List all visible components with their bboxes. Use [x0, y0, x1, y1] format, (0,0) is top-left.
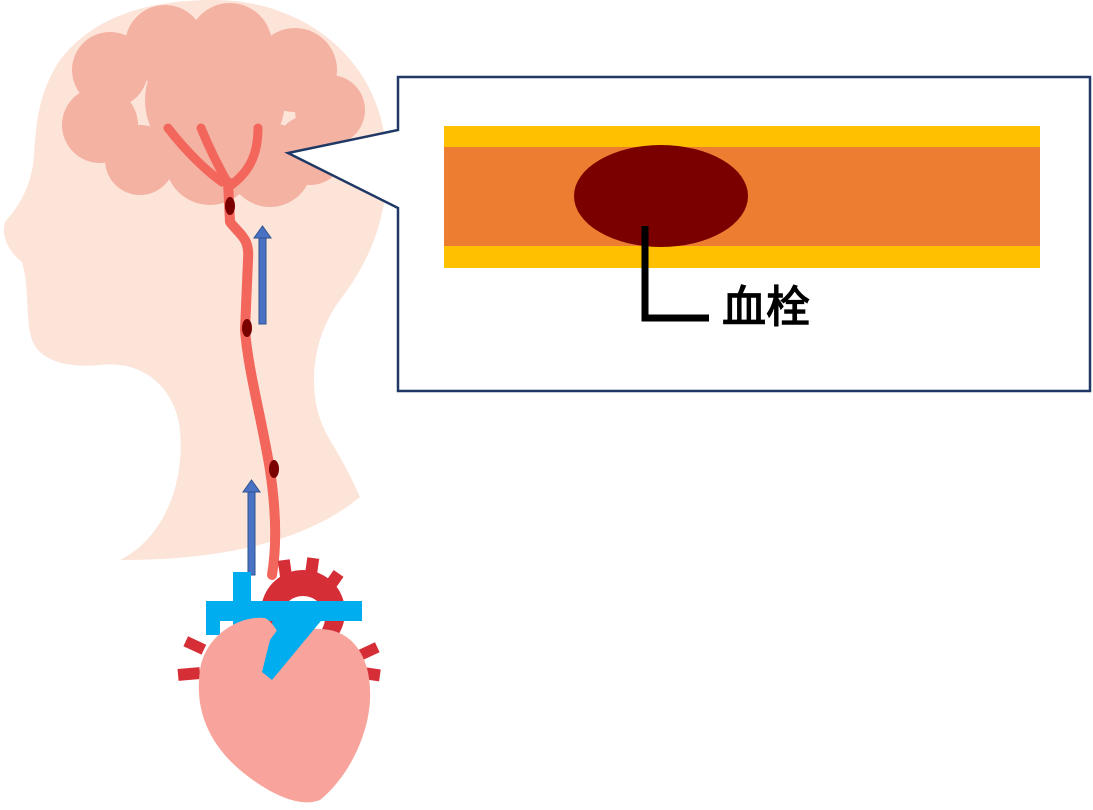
cerebral-branch-left: [163, 123, 227, 187]
pulmonary-artery: [262, 610, 330, 680]
clots: [225, 197, 279, 478]
clot-closeup: [574, 145, 748, 247]
clot-label: 血栓: [722, 282, 810, 333]
clot-neck: [242, 319, 252, 337]
leader-line: [641, 226, 709, 322]
vessel-cross-section: [444, 126, 1040, 268]
heart: [177, 557, 381, 803]
up-arrow-icon: [253, 225, 272, 325]
brain-lobe: [105, 125, 175, 195]
brain: [62, 3, 365, 207]
brain-core: [145, 30, 285, 170]
cerebral-branch-right: [225, 123, 263, 191]
carotid-trunk: [223, 177, 281, 580]
carotid-artery: [163, 123, 281, 580]
blood-flow-arrows: [242, 225, 272, 576]
heart-body: [198, 617, 371, 803]
up-arrow-icon: [242, 479, 261, 576]
clot-brain: [225, 197, 235, 215]
clot-lower-neck: [269, 460, 279, 478]
cerebral-branch-middle: [196, 123, 231, 185]
